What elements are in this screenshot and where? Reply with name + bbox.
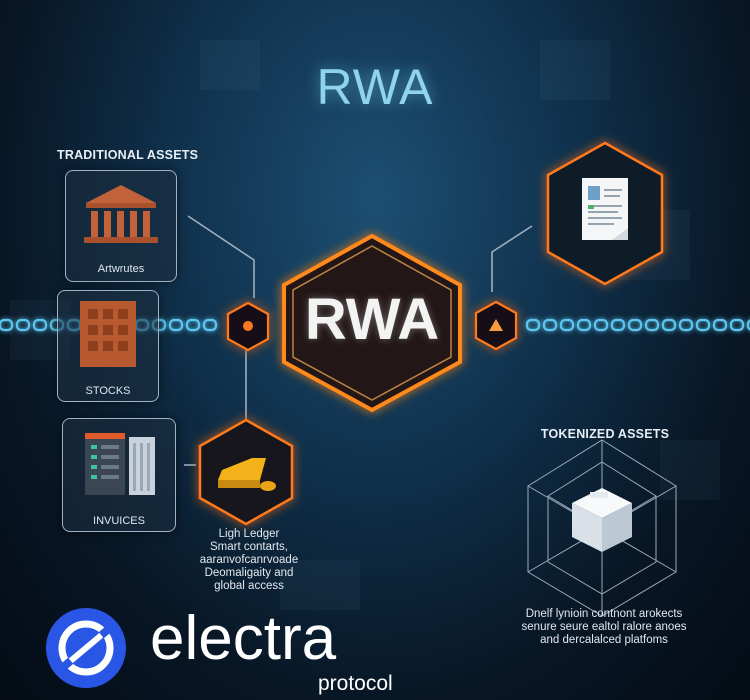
- brand-name: electra: [150, 604, 337, 673]
- card-artworks: Artwrutes: [65, 170, 177, 282]
- card-label-stocks: STOCKS: [85, 385, 131, 397]
- brand-subtitle: protocol: [318, 672, 393, 695]
- ledger-line: aaranvofcanrvoade: [199, 554, 299, 566]
- ledger-line: Deomaligaity and: [204, 567, 294, 579]
- page-title: RWA: [316, 59, 434, 115]
- card-stocks: STOCKS: [57, 290, 159, 402]
- rwa-center-label: RWA: [304, 287, 440, 352]
- server-icon: [85, 433, 155, 495]
- ledger-line: Smart contarts,: [210, 541, 288, 553]
- card-invoices: INVUICES: [62, 418, 176, 532]
- tokenized-assets-heading: TOKENIZED ASSETS: [540, 427, 670, 441]
- chain-node-right: [474, 300, 518, 351]
- ledger-line: Ligh Ledger: [218, 528, 280, 540]
- card-label-invoices: INVUICES: [93, 515, 145, 527]
- gold-hexagon: [198, 418, 294, 526]
- bank-icon: [84, 185, 158, 243]
- tokenized-description: Dnelf lynioin contnont arokects senure s…: [486, 608, 722, 647]
- building-icon: [80, 301, 136, 367]
- ledger-line: global access: [214, 580, 284, 592]
- tokenized-line: and dercalalced platfoms: [540, 634, 668, 646]
- card-label-artworks: Artwrutes: [97, 263, 145, 275]
- chain-node-left: [226, 301, 270, 352]
- tokenized-line: senure seure ealtol ralore anoes: [521, 621, 687, 633]
- rwa-central-hexagon: [282, 233, 462, 413]
- electra-logo-icon: [46, 608, 126, 688]
- ledger-description: Ligh Ledger Smart contarts, aaranvofcanr…: [186, 528, 312, 593]
- token-box-icon: [572, 488, 632, 552]
- tokenized-line: Dnelf lynioin contnont arokects: [525, 608, 683, 620]
- traditional-assets-heading: TRADITIONAL ASSETS: [57, 148, 199, 162]
- document-hexagon: [546, 141, 664, 286]
